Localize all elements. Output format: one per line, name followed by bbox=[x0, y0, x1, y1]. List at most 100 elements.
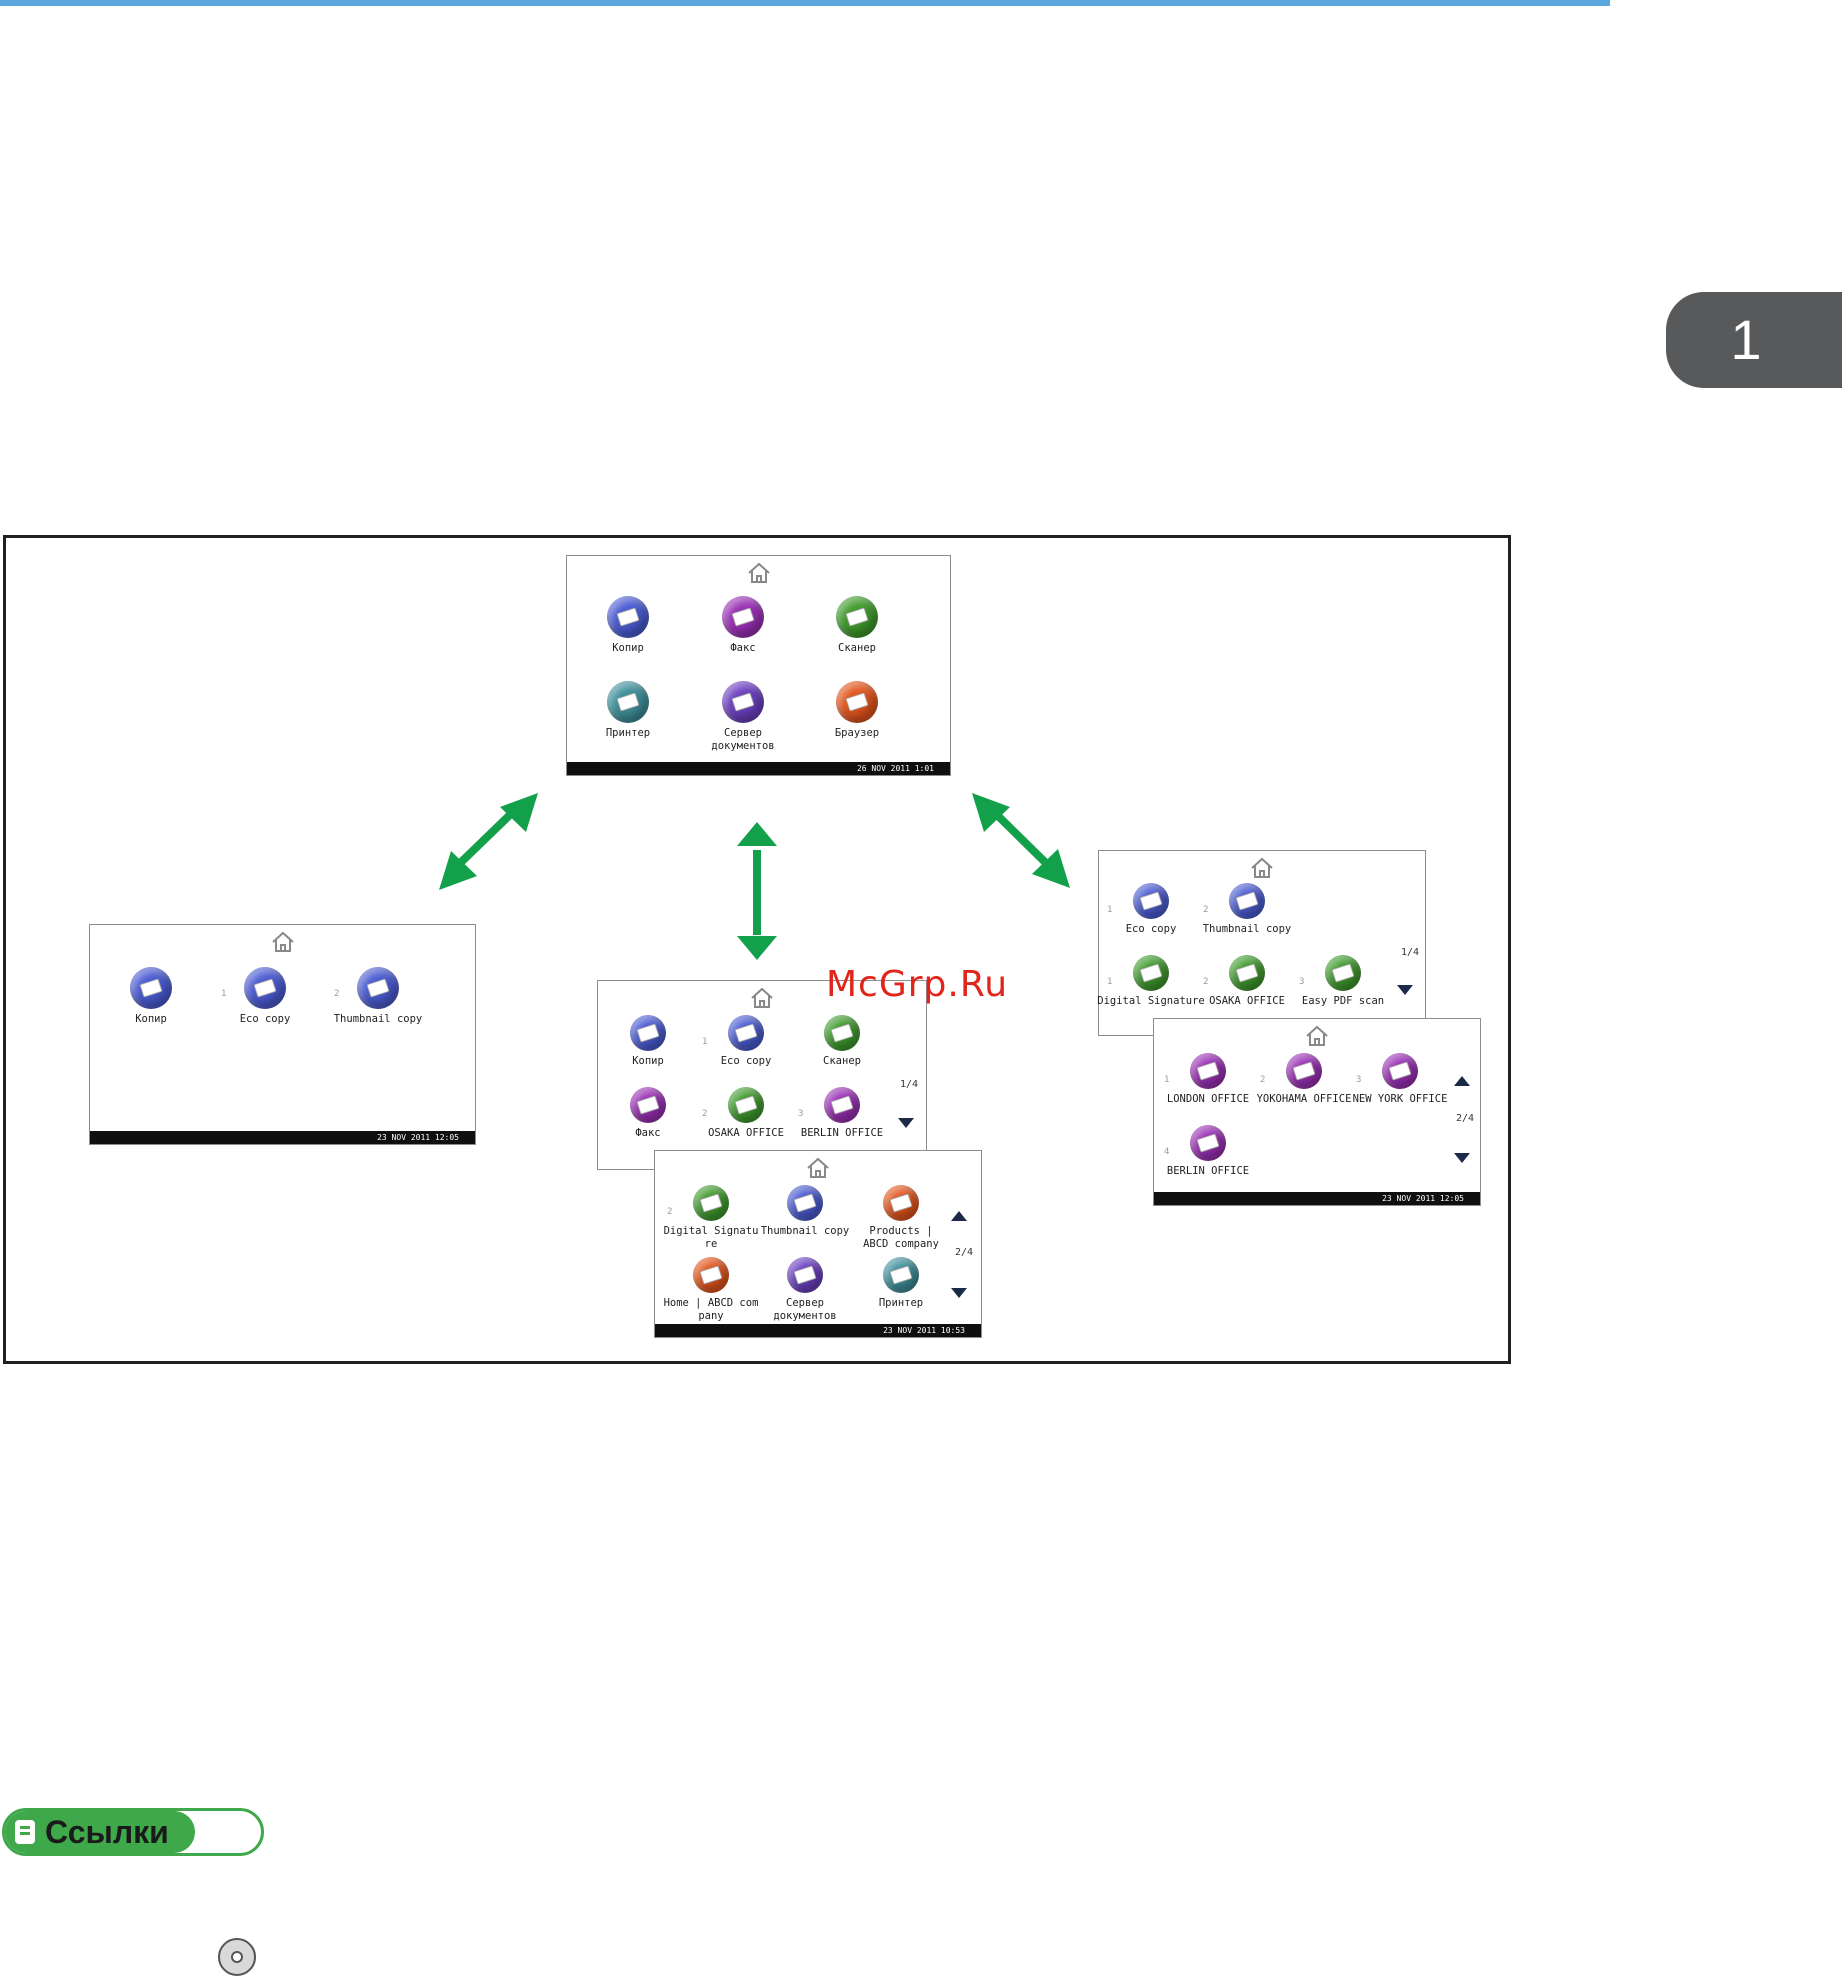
tile-number: 1 bbox=[221, 989, 227, 999]
tile-label: Eco copy bbox=[1125, 923, 1177, 935]
app-tile[interactable]: Home | ABCD company bbox=[653, 1257, 769, 1323]
app-tile-printer[interactable]: Принтер bbox=[570, 681, 686, 740]
browser-icon bbox=[889, 1193, 913, 1213]
copier-icon bbox=[636, 1023, 660, 1043]
app-tile-document-server[interactable]: Сервер документов bbox=[685, 681, 801, 753]
app-tile[interactable]: Сервер документов bbox=[747, 1257, 863, 1323]
tile-label: LONDON OFFICE bbox=[1166, 1093, 1250, 1105]
tile-label: Easy PDF scan bbox=[1301, 995, 1385, 1007]
tile-label: Браузер bbox=[834, 727, 880, 739]
fax-icon bbox=[1388, 1061, 1412, 1081]
document-server-icon bbox=[793, 1265, 817, 1285]
tile-label: NEW YORK OFFICE bbox=[1352, 1093, 1448, 1105]
watermark: McGrp.Ru bbox=[826, 964, 1009, 1005]
scanner-icon bbox=[845, 607, 869, 627]
note-icon bbox=[15, 1820, 35, 1844]
app-tile-copier[interactable]: Копир bbox=[570, 596, 686, 655]
app-tile-scanner[interactable]: Сканер bbox=[799, 596, 915, 655]
scroll-up-button[interactable] bbox=[1454, 1076, 1470, 1086]
scroll-down-button[interactable] bbox=[898, 1118, 914, 1128]
fax-icon bbox=[1292, 1061, 1316, 1081]
page-indicator: 1/4 bbox=[900, 1079, 919, 1090]
app-tile-browser[interactable]: Браузер bbox=[799, 681, 915, 740]
home-icon[interactable] bbox=[1249, 855, 1275, 881]
tile-label: OSAKA OFFICE bbox=[1209, 995, 1285, 1007]
tile-number: 1 bbox=[1107, 977, 1113, 987]
app-tile[interactable]: Сканер bbox=[784, 1015, 900, 1068]
tile-label: Digital Signature bbox=[1097, 995, 1205, 1007]
app-tile[interactable]: Копир bbox=[93, 967, 209, 1026]
home-icon[interactable] bbox=[749, 985, 775, 1011]
tile-number: 1 bbox=[1164, 1075, 1170, 1085]
home-icon[interactable] bbox=[270, 929, 296, 955]
app-tile[interactable]: Принтер bbox=[843, 1257, 959, 1310]
document-server-icon bbox=[731, 692, 755, 712]
fax-icon bbox=[731, 607, 755, 627]
printer-icon bbox=[889, 1265, 913, 1285]
tile-label: Принтер bbox=[878, 1297, 924, 1309]
app-tile[interactable]: Products | ABCD company bbox=[843, 1185, 959, 1251]
tile-label: Копир bbox=[632, 1055, 664, 1067]
app-tile-fax[interactable]: Факс bbox=[685, 596, 801, 655]
tile-label: Принтер bbox=[605, 727, 651, 739]
figure-frame bbox=[3, 535, 1511, 1364]
tile-number: 3 bbox=[1299, 977, 1305, 987]
chapter-tab bbox=[1666, 292, 1842, 388]
home-icon[interactable] bbox=[805, 1155, 831, 1181]
top-rule bbox=[0, 0, 1610, 6]
scroll-down-button[interactable] bbox=[1397, 985, 1413, 995]
tile-label: Products | ABCD company bbox=[863, 1225, 939, 1250]
copier-icon bbox=[734, 1023, 758, 1043]
tile-label: Сканер bbox=[823, 1055, 861, 1067]
scanner-icon bbox=[1235, 963, 1259, 983]
tile-label: Thumbnail copy bbox=[1202, 923, 1292, 935]
tile-label: Thumbnail copy bbox=[760, 1225, 850, 1237]
copier-icon bbox=[616, 607, 640, 627]
status-bar: 26 NOV 2011 1:01 bbox=[567, 762, 950, 775]
tile-number: 2 bbox=[702, 1109, 708, 1119]
tile-label: Home | ABCD company bbox=[663, 1297, 759, 1322]
scroll-down-button[interactable] bbox=[1454, 1153, 1470, 1163]
tile-label: BERLIN OFFICE bbox=[800, 1127, 884, 1139]
home-icon[interactable] bbox=[746, 560, 772, 586]
app-tile[interactable]: Копир bbox=[590, 1015, 706, 1068]
home-icon[interactable] bbox=[1304, 1023, 1330, 1049]
tile-number: 1 bbox=[1107, 905, 1113, 915]
scanner-icon bbox=[1139, 963, 1163, 983]
scroll-down-button[interactable] bbox=[951, 1288, 967, 1298]
app-tile[interactable]: Факс bbox=[590, 1087, 706, 1140]
arrow-right-diagonal bbox=[972, 793, 1070, 888]
browser-icon bbox=[699, 1265, 723, 1285]
scroll-up-button[interactable] bbox=[951, 1211, 967, 1221]
tile-label: Сервер документов bbox=[711, 727, 775, 752]
app-tile[interactable]: Thumbnail copy bbox=[747, 1185, 863, 1238]
page-indicator: 2/4 bbox=[955, 1247, 974, 1258]
page-indicator: 2/4 bbox=[1456, 1113, 1475, 1124]
tile-label: Eco copy bbox=[239, 1013, 291, 1025]
main-home-screen: Копир Факс Сканер Принтер Сервер докумен… bbox=[566, 555, 951, 776]
copier-icon bbox=[793, 1193, 817, 1213]
copier-icon bbox=[253, 978, 277, 998]
tile-number: 2 bbox=[667, 1207, 673, 1217]
fax-icon bbox=[1196, 1061, 1220, 1081]
